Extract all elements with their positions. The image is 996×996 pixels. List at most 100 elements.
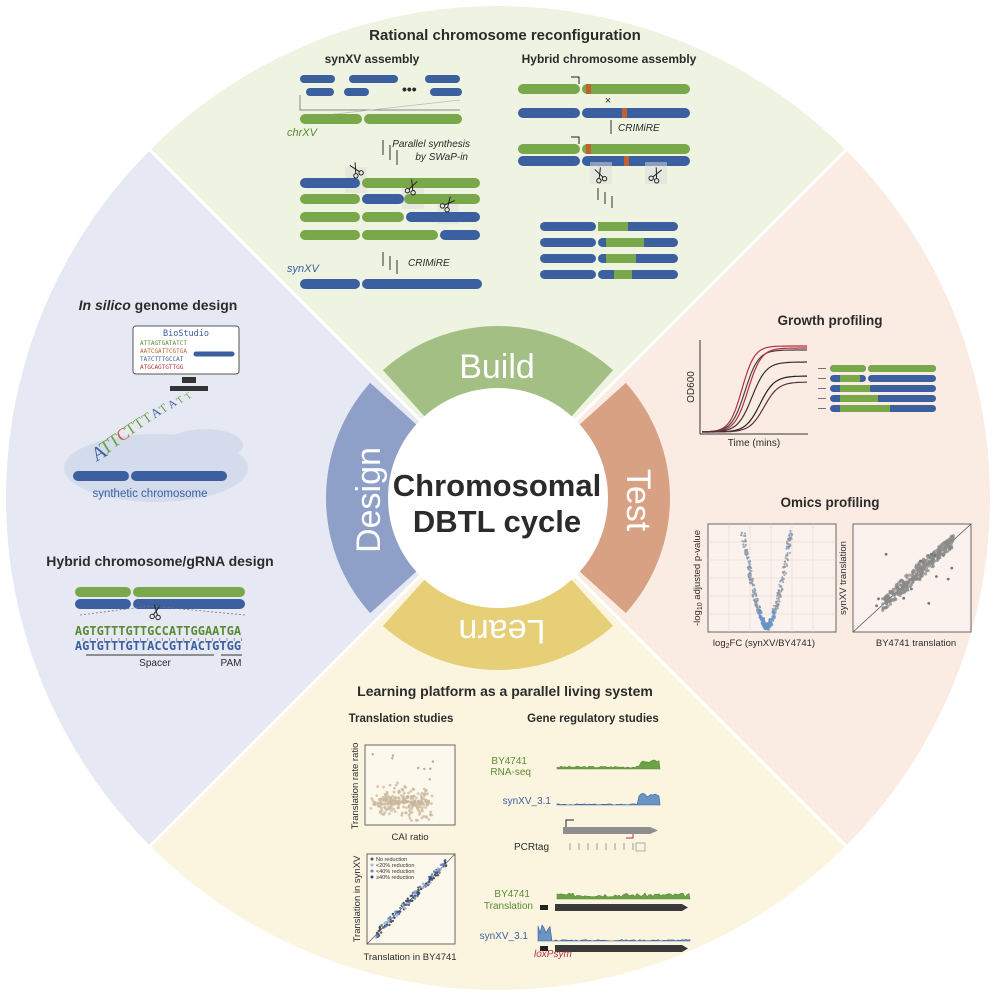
cai-point: [404, 806, 408, 809]
trans-point: [428, 878, 432, 881]
build-segment: [382, 326, 614, 418]
legend-swatch: [370, 869, 374, 873]
learn-segment-label: Learn: [459, 612, 546, 650]
test-quadrant-bg: [498, 150, 990, 846]
volcano-point: [788, 551, 792, 554]
cai-point: [404, 786, 407, 789]
volcano-point: [754, 600, 757, 603]
legend-swatch: [370, 863, 374, 867]
volcano-point: [782, 580, 785, 584]
cai-point: [424, 789, 427, 793]
green-segment: [606, 254, 636, 263]
grna-design-title: Hybrid chromosome/gRNA design: [46, 553, 273, 569]
tss-arrow: [565, 819, 574, 827]
trans-point: [394, 911, 398, 915]
chromosome-bar: [868, 365, 936, 372]
center-title-line2: DBTL cycle: [413, 504, 581, 539]
rnaseq-green-track: [556, 759, 661, 770]
cai-point: [386, 795, 390, 798]
volcano-point: [789, 529, 792, 533]
volcano-point: [744, 550, 747, 554]
volcano-point: [743, 532, 747, 535]
scatter-point: [931, 556, 935, 560]
cai-point: [400, 800, 403, 804]
cai-point: [400, 794, 403, 797]
volcano-point: [785, 547, 788, 550]
scatter-outlier: [933, 554, 937, 557]
chromosome-bar: [540, 270, 596, 279]
cai-point: [383, 805, 386, 809]
scissors-handle: [601, 175, 608, 182]
cai-point: [400, 813, 404, 817]
reverse-tss-arrow: [626, 834, 634, 839]
scatter-point: [888, 590, 892, 594]
volcano-point: [754, 594, 758, 597]
volcano-point: [779, 580, 782, 583]
chromosome-bar: [362, 230, 438, 240]
chromosome-bar: [868, 375, 936, 382]
scissors-icon: [594, 167, 608, 184]
chromosome-bar: [830, 365, 866, 372]
parallel-arrows: [382, 140, 398, 165]
cai-point: [418, 803, 422, 806]
scatter-outlier: [946, 577, 950, 581]
chromosome-bar: [404, 194, 480, 204]
chromosome-bar: [868, 395, 936, 402]
trans-point: [425, 882, 428, 885]
cai-point: [427, 818, 431, 821]
volcano-point: [747, 560, 750, 563]
monitor-stand-icon: [182, 377, 196, 383]
scatter-point: [894, 583, 898, 588]
growth-strain-chromosomes: [818, 365, 936, 412]
scatter-point: [924, 566, 929, 570]
volcano-point: [753, 584, 756, 587]
cai-outlier: [429, 767, 432, 770]
translation-studies-title: Translation studies: [349, 713, 454, 725]
cai-point: [392, 790, 396, 794]
volcano-point: [744, 534, 747, 538]
hybrid-arrows-2: [597, 188, 613, 208]
scatter-xlabel: BY4741 translation: [876, 638, 956, 649]
crimire-arrows-left: [382, 252, 398, 274]
volcano-xlabel: log2FC (synXV/BY4741): [713, 638, 815, 650]
chromosome-bar: [362, 178, 480, 188]
cai-point: [409, 797, 413, 801]
scissors-handle: [353, 173, 359, 179]
scatter-point: [905, 573, 909, 577]
cai-point: [425, 792, 429, 796]
volcano-point: [744, 538, 747, 541]
chromosome-bar: [518, 108, 580, 118]
volcano-point: [754, 597, 757, 601]
gene-model-pcrtag: [563, 819, 658, 852]
loxpsym-label: loxPsym: [534, 949, 572, 960]
cai-point: [428, 813, 432, 817]
trans-point: [430, 878, 434, 881]
growth-ylabel: OD600: [686, 371, 697, 403]
trans-point: [434, 871, 438, 874]
scissors-icon: [439, 196, 455, 213]
scatter-point: [929, 562, 933, 566]
cai-point: [385, 808, 388, 812]
volcano-point: [772, 611, 775, 614]
gene-arrow: [555, 945, 688, 952]
volcano-point: [758, 610, 761, 614]
trans-point: [424, 885, 427, 888]
gene-model-translation: [540, 904, 688, 952]
trans-point: [391, 919, 394, 923]
chromosome-bar: [406, 212, 480, 222]
test-content: Growth profiling OD600 Time (mins) Omics…: [686, 313, 972, 650]
build-content: Rational chromosome reconfiguration synX…: [287, 27, 697, 289]
translation-blue-track: [537, 924, 691, 942]
scissors-blade: [411, 179, 414, 191]
cai-point: [388, 812, 391, 816]
trans-point: [436, 874, 440, 877]
trans-point: [417, 892, 421, 895]
scatter-point: [891, 592, 895, 596]
scissors-handle: [155, 614, 161, 621]
cai-point: [404, 811, 407, 814]
scissors-handle: [404, 187, 411, 194]
scatter-point: [943, 540, 947, 544]
green-segment: [840, 385, 870, 392]
volcano-point: [759, 615, 762, 618]
green-segment: [840, 405, 890, 412]
